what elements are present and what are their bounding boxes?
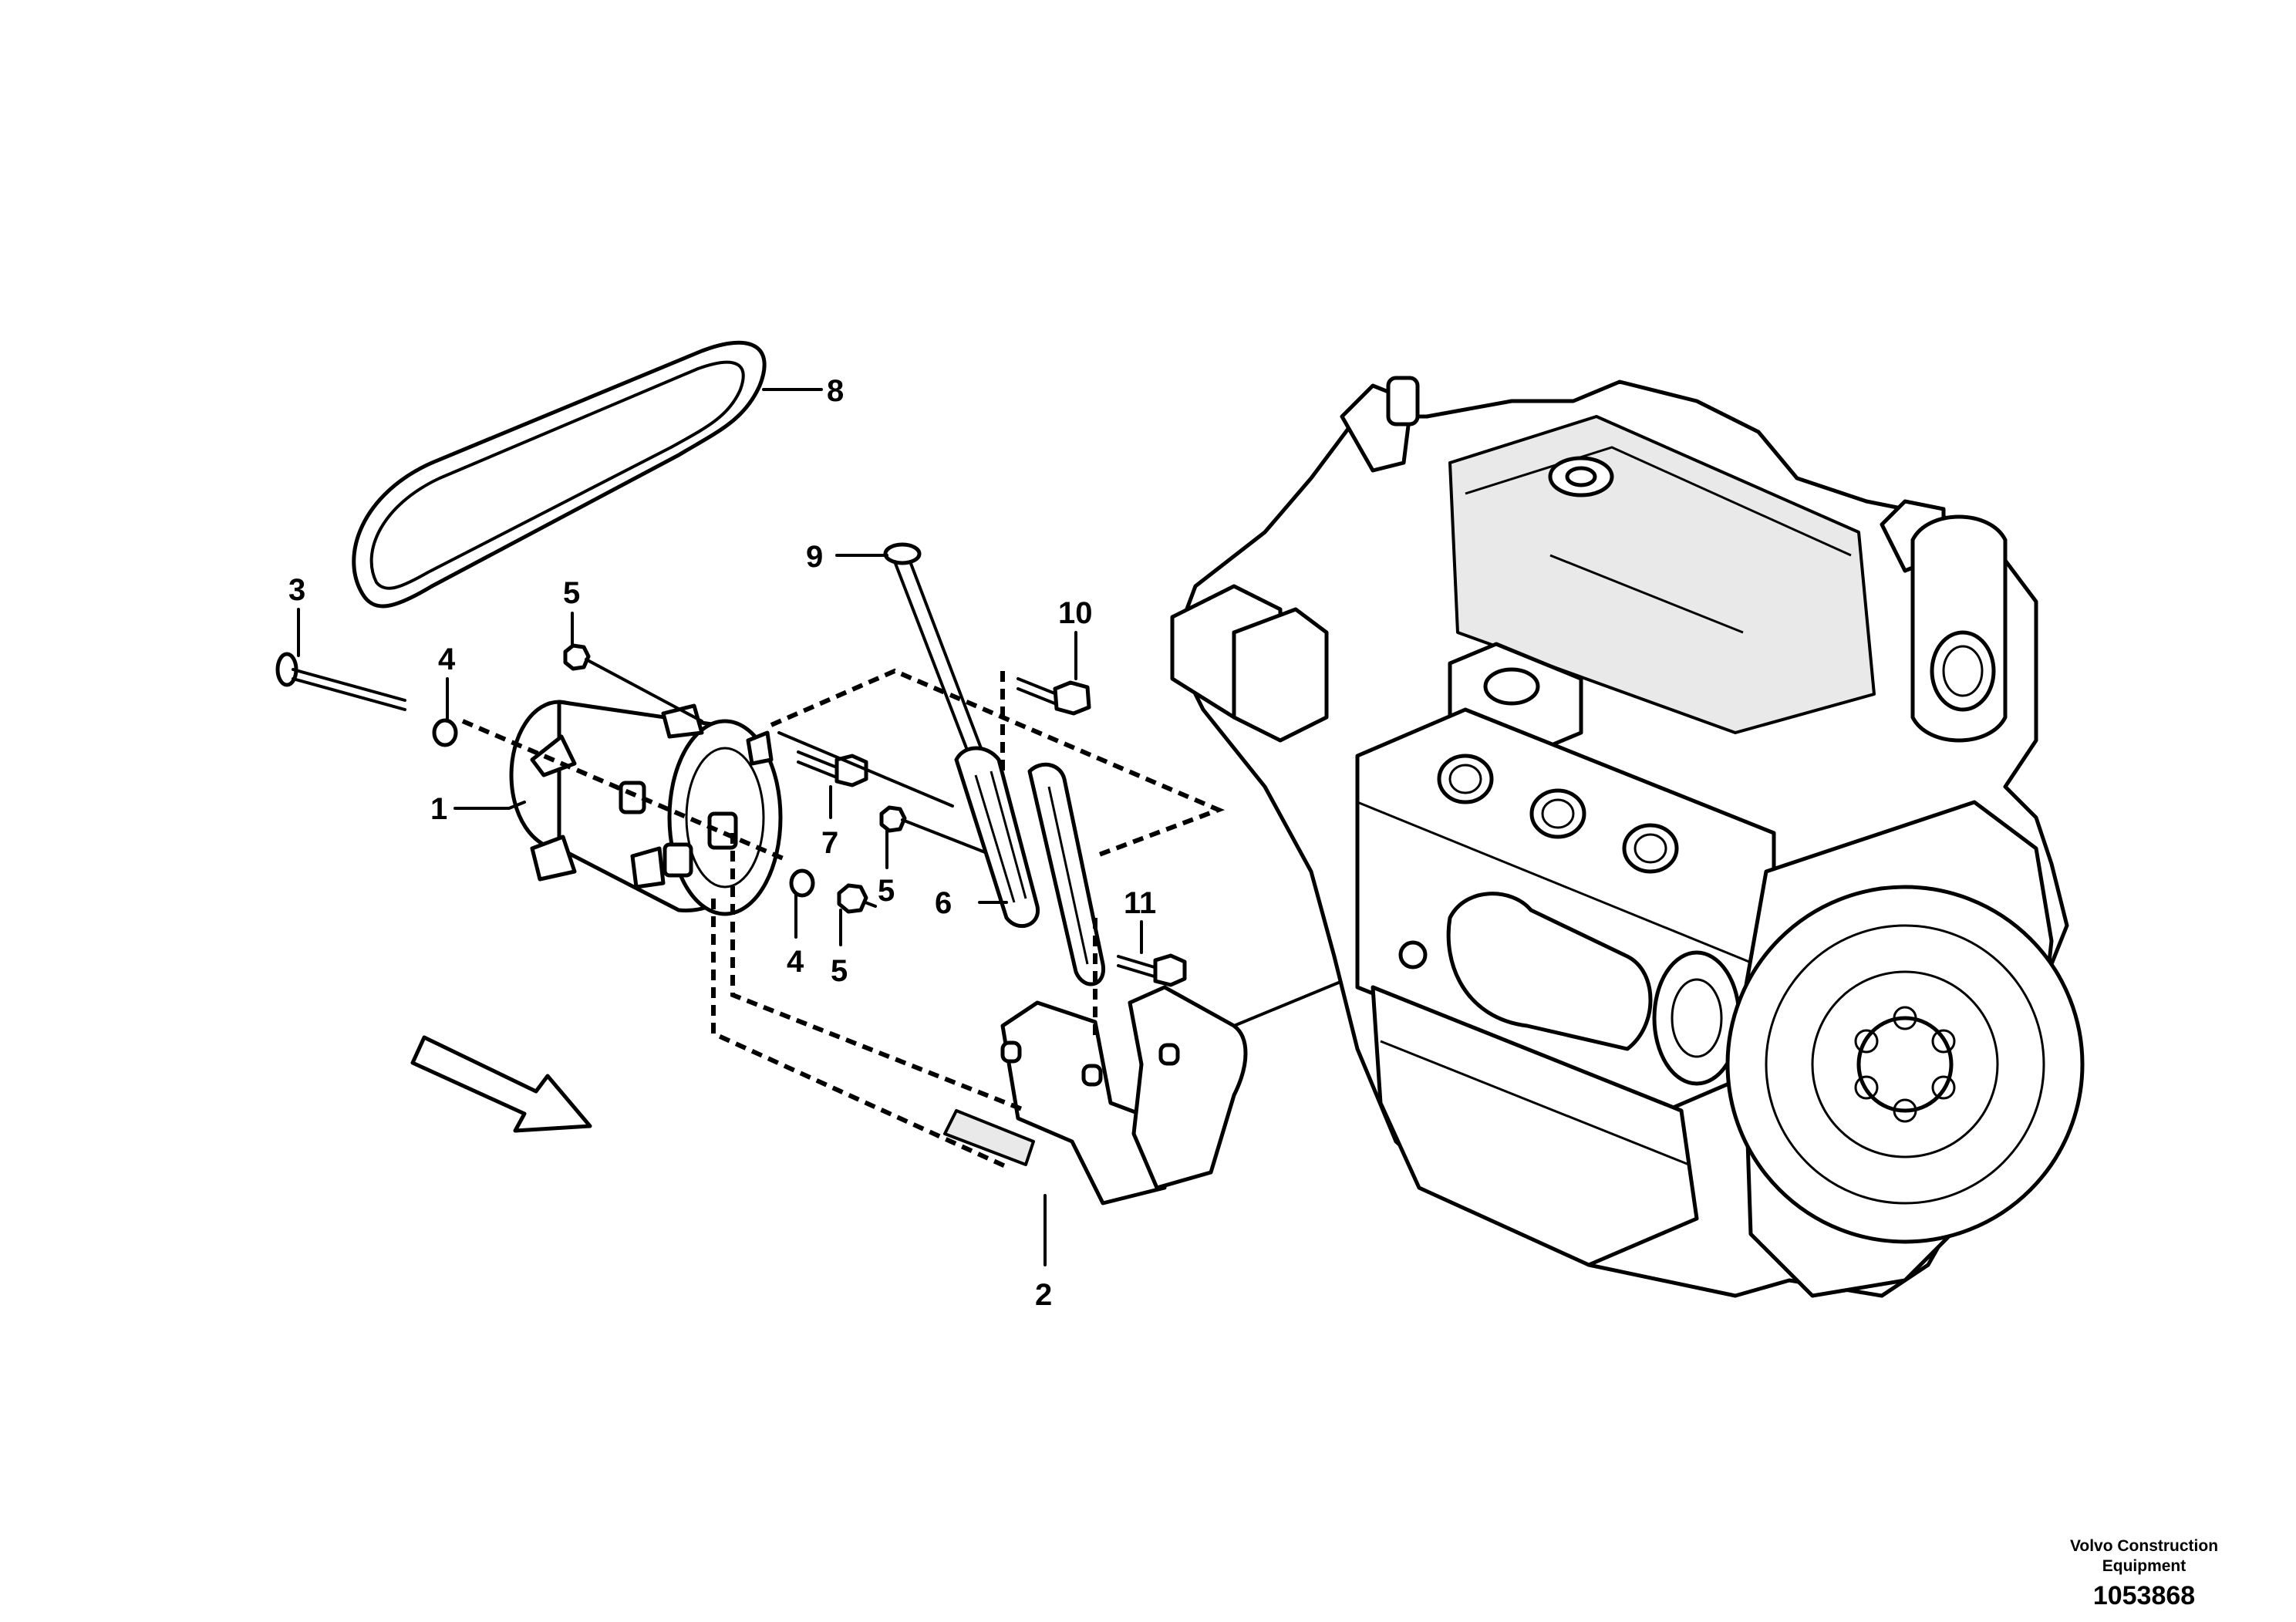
adjuster-bolt xyxy=(883,542,983,754)
company-line-1: Volvo Construction xyxy=(2069,1537,2219,1555)
callout-10: 10 xyxy=(1058,596,1093,630)
callout-numbers: 1 2 3 4 4 5 5 5 6 7 8 9 10 11 xyxy=(288,374,1156,1312)
callout-11: 11 xyxy=(1124,886,1156,920)
adjusting-strap xyxy=(954,746,1106,986)
nut-middle xyxy=(879,805,907,833)
nut-lower xyxy=(837,883,868,914)
front-direction-arrow xyxy=(410,1035,592,1133)
callout-9: 9 xyxy=(806,540,823,574)
callout-4-lower: 4 xyxy=(787,945,804,979)
washer-lower xyxy=(789,868,815,898)
company-name: Volvo Construction Equipment xyxy=(2044,1536,2244,1576)
bolt-10 xyxy=(1017,677,1091,716)
drive-belt xyxy=(352,340,767,609)
callout-7: 7 xyxy=(821,826,838,860)
callout-1: 1 xyxy=(430,792,447,826)
bolt-11 xyxy=(1117,953,1187,987)
callout-5-middle: 5 xyxy=(878,874,895,908)
mounting-bracket xyxy=(943,985,1248,1206)
leader-lines xyxy=(297,388,1143,1266)
company-line-2: Equipment xyxy=(2102,1557,2186,1575)
callout-5-top: 5 xyxy=(563,576,580,610)
drawing-number: 1053868 xyxy=(2092,1581,2196,1610)
assembly-lines xyxy=(711,668,1413,1171)
callout-5-lower: 5 xyxy=(831,954,848,988)
washer-upper xyxy=(432,718,458,747)
callout-6: 6 xyxy=(935,886,952,920)
bolt-7 xyxy=(797,750,868,787)
callout-3: 3 xyxy=(288,573,305,607)
callout-2: 2 xyxy=(1035,1278,1052,1312)
engine xyxy=(1170,376,2085,1298)
callout-8: 8 xyxy=(827,374,844,408)
callout-4-upper: 4 xyxy=(438,642,456,676)
nut-top xyxy=(563,643,591,671)
compressor xyxy=(509,700,783,916)
